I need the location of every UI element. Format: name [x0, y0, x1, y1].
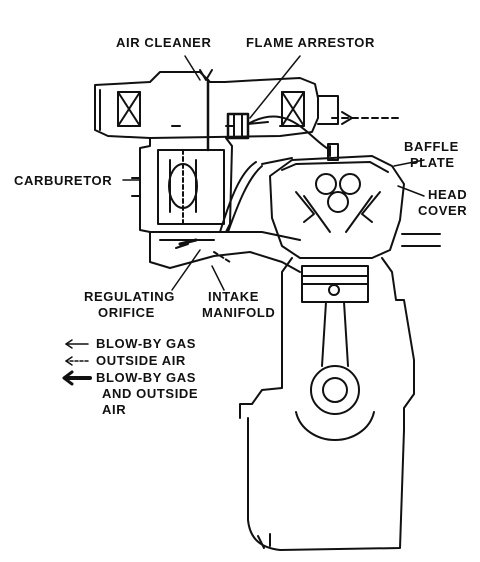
flame-arrestor	[226, 112, 269, 140]
intake-manifold-label-line2: MANIFOLD	[202, 305, 276, 320]
legend-combined-line2: AND OUTSIDE	[102, 386, 199, 401]
baffle-plate-label-line2: PLATE	[410, 155, 455, 170]
legend-outside-air: OUTSIDE AIR	[96, 353, 186, 368]
head-cover-label-line2: COVER	[418, 203, 468, 218]
legend-blow-by-gas: BLOW-BY GAS	[96, 336, 196, 351]
head-cover-label-line1: HEAD	[428, 187, 468, 202]
legend-combined-line3: AIR	[102, 402, 127, 417]
flow-arrows	[178, 111, 401, 263]
air-cleaner-housing	[94, 69, 339, 152]
regulating-orifice-label-line2: ORIFICE	[98, 305, 155, 320]
regulating-orifice-label-line1: REGULATING	[84, 289, 175, 304]
legend-glyph-outside-air	[65, 356, 89, 366]
flame-arrestor-label: FLAME ARRESTOR	[246, 35, 376, 50]
air-cleaner-label: AIR CLEANER	[116, 35, 212, 50]
engine-block	[239, 257, 415, 441]
legend-glyph-blow-by	[65, 339, 89, 349]
carburetor-label: CARBURETOR	[14, 173, 113, 188]
intake-manifold	[149, 231, 301, 273]
legend-combined-line1: BLOW-BY GAS	[96, 370, 196, 385]
intake-manifold-label-line1: INTAKE	[208, 289, 260, 304]
pcv-hoses	[219, 115, 331, 233]
baffle-plate-label-line1: BAFFLE	[404, 139, 459, 154]
legend-glyph-combined	[62, 370, 92, 386]
carburetor-body	[131, 137, 233, 233]
cylinder-head	[269, 143, 441, 259]
leader-lines	[122, 55, 425, 291]
oil-pan	[247, 417, 405, 551]
